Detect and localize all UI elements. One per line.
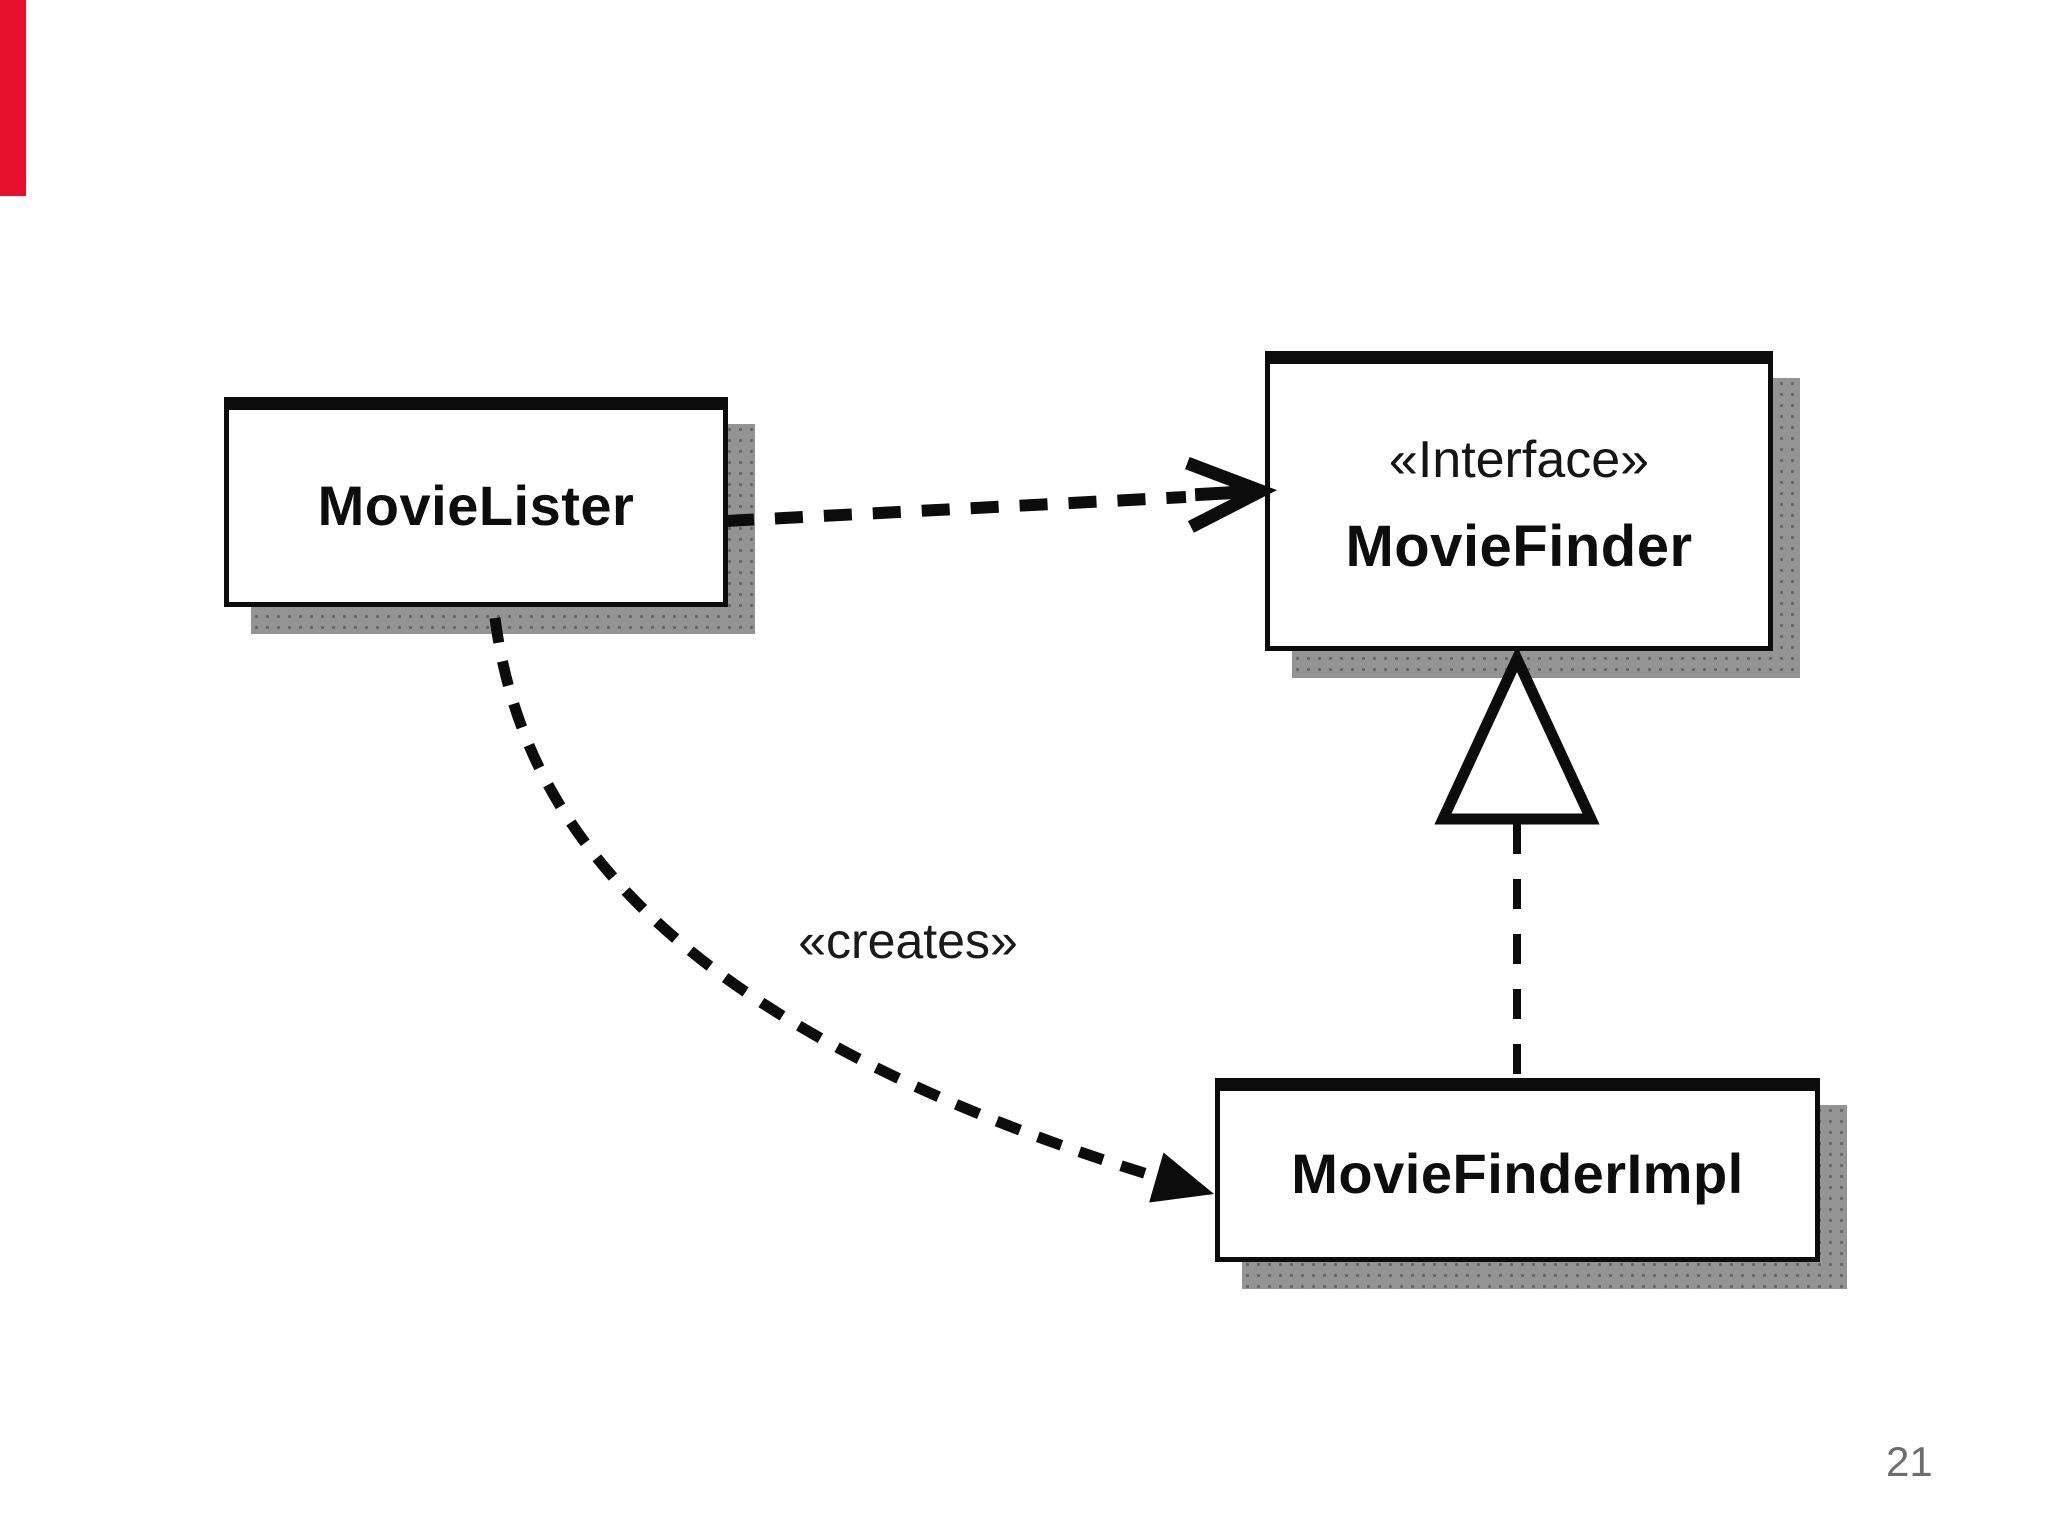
class-box-face: MovieLister — [224, 397, 728, 607]
dependency-arrow-lister-to-finder — [725, 456, 1277, 533]
stereotype-interface: «Interface» — [1388, 430, 1650, 489]
page-number: 21 — [1886, 1438, 1933, 1485]
class-box-movie-finder: «Interface» MovieFinder — [1265, 351, 1800, 678]
realization-connector-impl-to-finder — [1434, 645, 1600, 1076]
class-name-movie-lister: MovieLister — [317, 474, 635, 538]
creates-edge-label: «creates» — [798, 913, 1018, 969]
red-accent-strip — [0, 0, 26, 196]
class-box-face: «Interface» MovieFinder — [1265, 351, 1773, 651]
class-box-movie-lister: MovieLister — [224, 397, 755, 634]
class-box-movie-finder-impl: MovieFinderImpl — [1215, 1078, 1847, 1289]
class-name-movie-finder: MovieFinder — [1345, 513, 1693, 579]
class-box-face: MovieFinderImpl — [1215, 1078, 1820, 1262]
class-name-movie-finder-impl: MovieFinderImpl — [1291, 1142, 1744, 1206]
